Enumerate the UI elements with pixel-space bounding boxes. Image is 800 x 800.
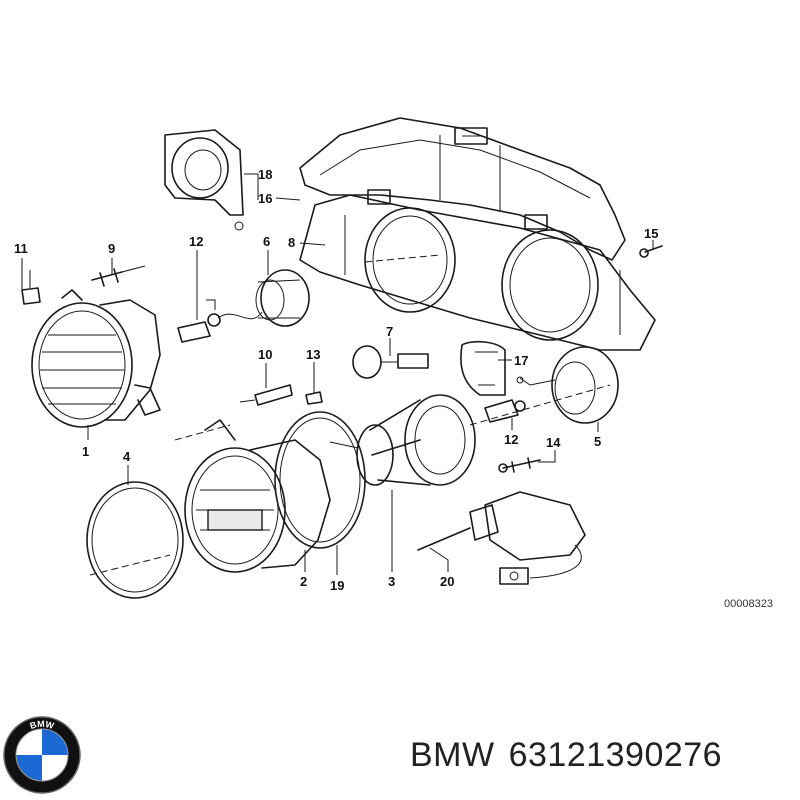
rubber-boot-part — [164, 129, 244, 231]
logo-lettering: BMW — [29, 719, 56, 731]
bmw-logo: BMW — [3, 716, 81, 794]
callout-16: 16 — [258, 191, 272, 206]
gasket-ring-part — [274, 411, 366, 549]
holder-bracket-part — [460, 340, 506, 396]
callout-3: 3 — [388, 574, 395, 589]
screw-small-part — [639, 245, 663, 258]
callout-5: 5 — [594, 434, 601, 449]
axis-line-right — [469, 384, 611, 426]
callout-15: 15 — [644, 226, 658, 241]
callout-10: 10 — [258, 347, 272, 362]
callout-11: 11 — [14, 241, 28, 256]
headlight-frame — [299, 189, 656, 351]
axis-line-lower — [89, 554, 171, 576]
bulb-with-wire-part — [177, 299, 263, 343]
clip-part — [305, 391, 323, 405]
adjuster-part — [239, 384, 293, 406]
callout-19: 19 — [330, 578, 344, 593]
screw-part — [498, 457, 541, 473]
callout-9: 9 — [108, 241, 115, 256]
headlamp-lower-part — [184, 419, 331, 573]
callout-2: 2 — [300, 574, 307, 589]
leader-lines — [21, 173, 654, 575]
socket-right-part — [516, 346, 619, 424]
callout-14: 14 — [546, 435, 561, 450]
callout-17: 17 — [514, 353, 528, 368]
callout-4: 4 — [123, 449, 131, 464]
bulb-lower-part — [484, 399, 526, 423]
brand-name: BMW — [410, 736, 495, 774]
headlight-housing-shell — [299, 117, 626, 261]
trim-ring-part — [86, 481, 184, 599]
callout-7: 7 — [386, 324, 393, 339]
callout-13: 13 — [306, 347, 320, 362]
axis-line-upper — [174, 424, 231, 441]
callout-12-upper: 12 — [189, 234, 203, 249]
headlamp-round-part — [31, 289, 161, 428]
part-number: 63121390276 — [508, 736, 723, 774]
reflector-unit-part — [329, 394, 476, 486]
callout-12-lower: 12 — [504, 432, 518, 447]
callout-6: 6 — [263, 234, 270, 249]
callout-18: 18 — [258, 167, 272, 182]
product-caption: BMW 63121390276 — [410, 736, 736, 775]
callout-8: 8 — [288, 235, 295, 250]
callout-1: 1 — [82, 444, 89, 459]
bulb-socket-part — [255, 269, 310, 327]
leveling-actuator-part — [417, 491, 586, 585]
diagram-reference-code: 00008323 — [724, 598, 773, 610]
adjusting-screw-part — [91, 265, 146, 287]
svg-text:BMW: BMW — [29, 719, 56, 731]
callout-20: 20 — [440, 574, 454, 589]
connector-plug-part — [380, 353, 429, 369]
bulb-connector-part — [21, 270, 41, 305]
seal-ring-part — [352, 345, 382, 379]
